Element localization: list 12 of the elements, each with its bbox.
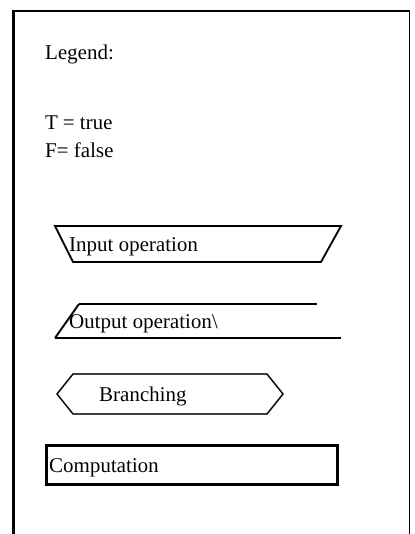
shape-label: Output operation\ — [68, 310, 218, 332]
shape-label: Computation — [48, 454, 159, 476]
shape-label: Input operation — [68, 234, 198, 254]
legend-entry: T = true — [45, 112, 112, 133]
shape-label: Branching — [98, 384, 186, 404]
legend-panel — [12, 10, 410, 534]
legend-heading: Legend: — [45, 42, 114, 63]
output-parallelogram — [53, 302, 343, 340]
input-parallelogram — [53, 224, 343, 264]
branching-hexagon — [55, 372, 285, 416]
legend-entry: F= false — [45, 140, 114, 161]
computation-box — [45, 444, 339, 486]
